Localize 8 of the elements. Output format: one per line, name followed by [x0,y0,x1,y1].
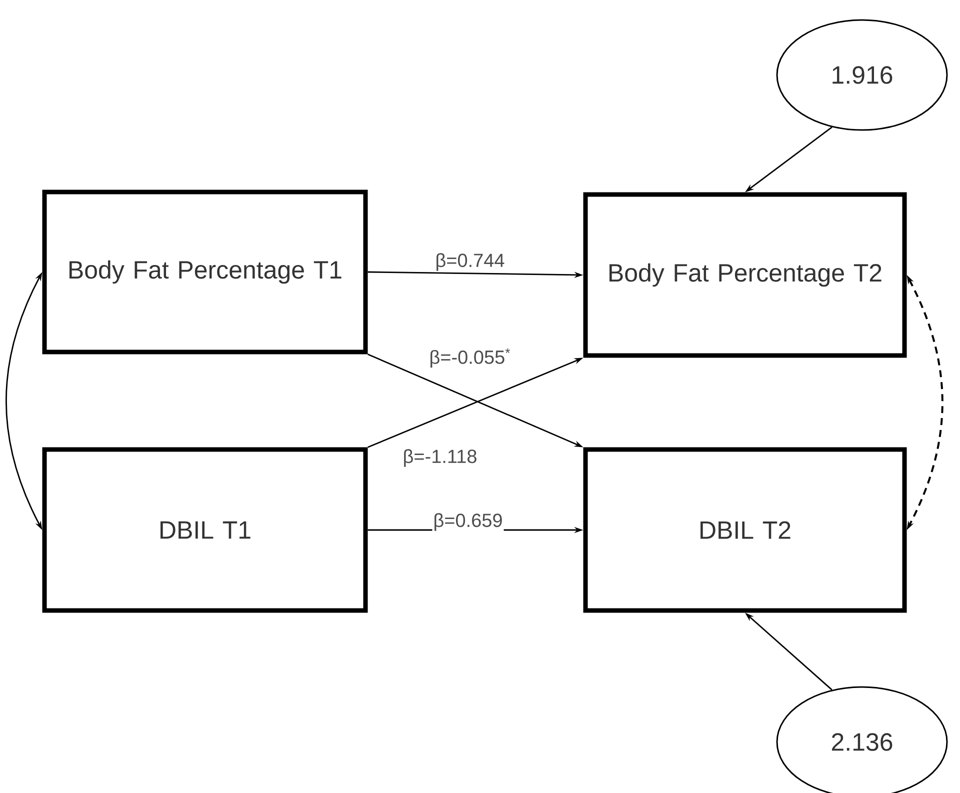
edge-label: β=-0.055$^{*}$ [428,347,512,369]
variable-box: Body Fat Percentage T1 [42,190,368,354]
variable-box: DBIL T1 [42,447,368,613]
variable-box: DBIL T2 [583,447,907,613]
edge-label: β=0.659 [432,512,504,532]
edge-label: β=-1.118 [402,448,478,468]
edge-label: β=0.744 [434,252,506,272]
variable-box: Body Fat Percentage T2 [583,192,907,358]
